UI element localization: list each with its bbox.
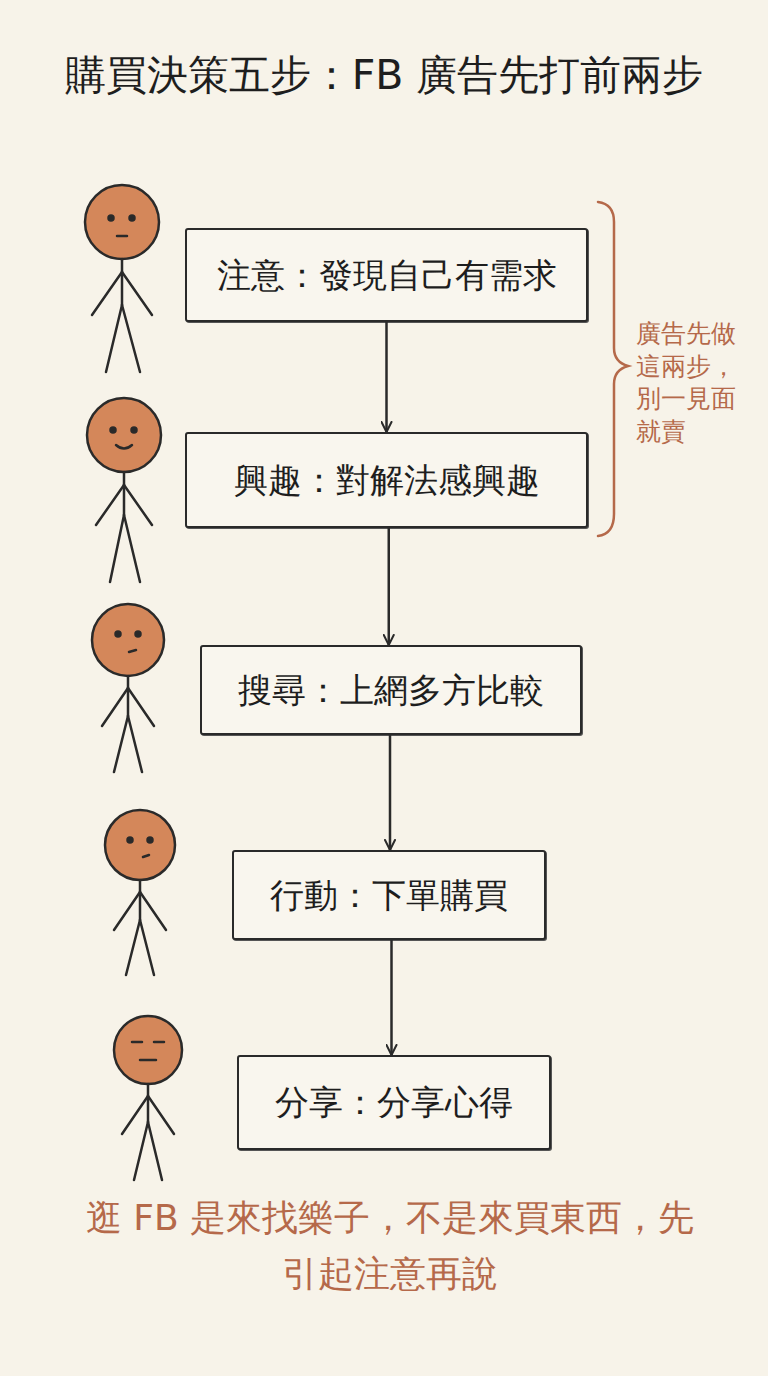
process-box: 行動：下單購買 <box>232 850 546 940</box>
step-text: 注意：發現自己有需求 <box>217 255 557 296</box>
process-box: 搜尋：上網多方比較 <box>200 645 582 735</box>
process-box: 興趣：對解法感興趣 <box>185 432 588 528</box>
diagram-title: 購買決策五步：FB 廣告先打前兩步 <box>0 48 768 103</box>
stick-figures <box>85 185 182 1180</box>
step-text: 搜尋：上網多方比較 <box>238 670 544 711</box>
stick-figure <box>114 1016 182 1180</box>
flow-arrow <box>390 940 393 1055</box>
stick-figure <box>92 604 164 772</box>
flow-arrow <box>385 322 388 432</box>
process-box: 分享：分享心得 <box>237 1055 551 1150</box>
step-text: 分享：分享心得 <box>275 1082 513 1123</box>
flow-arrow <box>389 735 392 850</box>
stick-figure <box>85 185 159 372</box>
flow-arrow <box>388 528 391 645</box>
bracket-note: 廣告先做這兩步，別一見面就賣 <box>636 318 742 448</box>
stick-figure <box>105 810 175 975</box>
diagram-caption: 逛 FB 是來找樂子，不是來買東西，先引起注意再說 <box>80 1190 700 1302</box>
process-box: 注意：發現自己有需求 <box>185 228 588 322</box>
curly-bracket <box>598 202 628 536</box>
step-text: 行動：下單購買 <box>270 875 508 916</box>
step-text: 興趣：對解法感興趣 <box>234 460 540 501</box>
stick-figure <box>87 398 161 582</box>
